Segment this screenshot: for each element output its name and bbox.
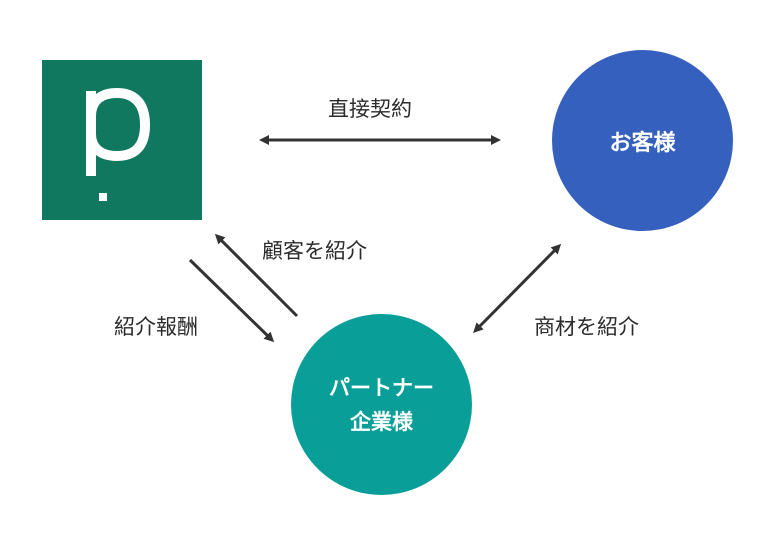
p-letter-dot: [99, 193, 107, 201]
partner-label-line1: パートナー: [329, 375, 434, 400]
refer-customer-arrow: [214, 233, 299, 318]
customer-label: お客様: [609, 130, 676, 156]
logo-background: [42, 60, 202, 220]
company-logo: [42, 60, 202, 220]
refer-customer-label: 顧客を紹介: [262, 239, 367, 263]
refer-product-label: 商材を紹介: [534, 315, 639, 339]
refer-product-arrow: [473, 243, 562, 333]
partner-label-line2: 企業様: [350, 409, 413, 434]
direct-contract-label: 直接契約: [328, 97, 412, 121]
partner-node: パートナー 企業様: [291, 314, 472, 495]
referral-fee-arrow: [188, 258, 275, 343]
customer-node: お客様: [552, 50, 733, 231]
referral-fee-label: 紹介報酬: [114, 315, 198, 339]
p-letter-icon: [86, 87, 151, 176]
